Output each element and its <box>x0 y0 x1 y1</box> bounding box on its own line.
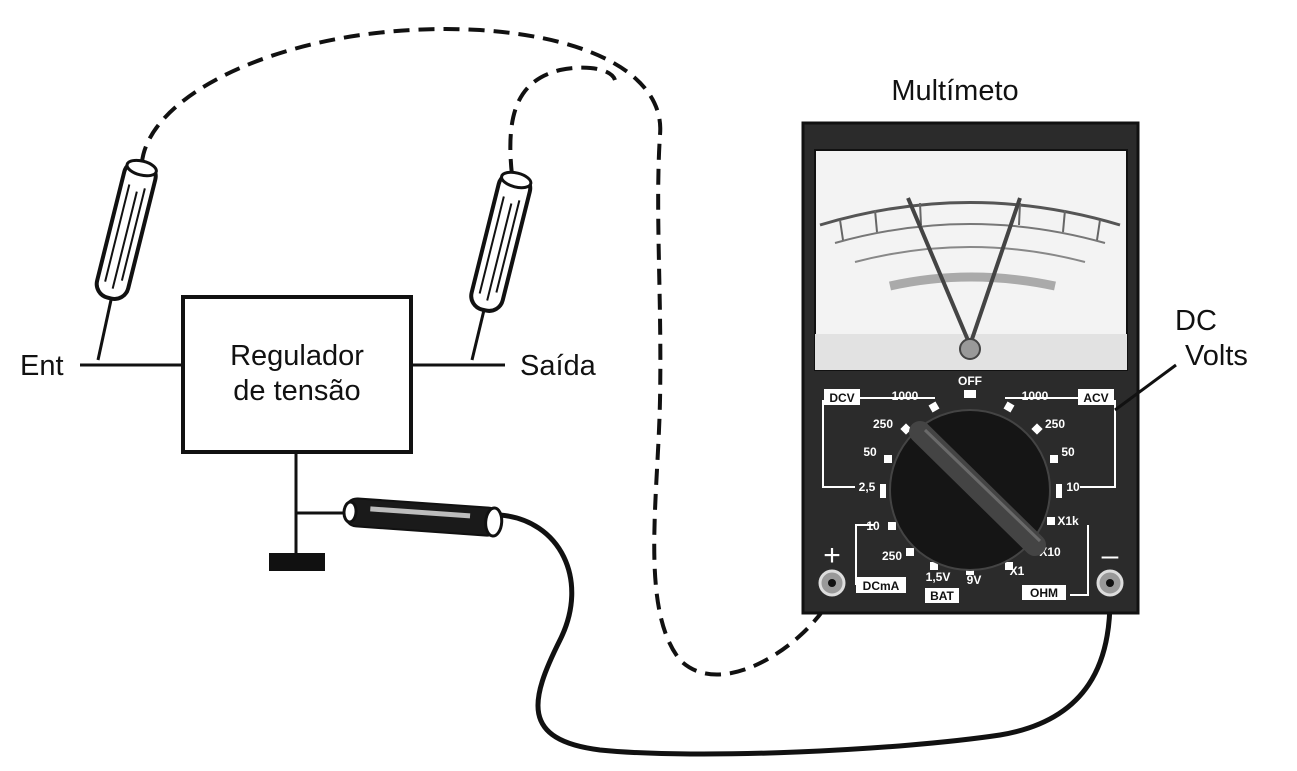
selector-knob-pointer <box>909 421 1046 556</box>
plus-terminal-label: + <box>823 539 841 572</box>
meter-scale-band <box>889 272 1056 291</box>
minus-terminal-label: – <box>1102 539 1119 572</box>
dial-bat-1-5v: 1,5V <box>926 570 951 584</box>
dial-ohm-label: OHM <box>1030 586 1058 600</box>
dial-x1k: X1k <box>1057 514 1079 528</box>
regulator-label-line2: de tensão <box>233 375 360 407</box>
dcma-tag <box>856 577 906 593</box>
dc-volts-label-line1: DC <box>1175 305 1217 337</box>
regulator-label-line1: Regulador <box>230 340 364 372</box>
dial-left-50: 50 <box>863 445 877 459</box>
dc-volts-label-line2: Volts <box>1185 340 1248 372</box>
dial-right-250: 250 <box>1045 417 1065 431</box>
dial-bat-9v: 9V <box>967 573 982 587</box>
selector-knob-pointer-highlight <box>923 428 1042 543</box>
meter-title: Multímeto <box>891 75 1018 107</box>
dashed-probe-lead-branch <box>508 65 617 176</box>
dial-x1: X1 <box>1010 564 1025 578</box>
dashed-probe-lead <box>140 27 832 677</box>
meter-scale-arc-2 <box>834 223 1106 244</box>
dial-bat-label: BAT <box>930 589 954 603</box>
dial-left-250-ma: 250 <box>882 549 902 563</box>
input-label: Ent <box>20 350 64 382</box>
meter-scale-arc-3 <box>854 246 1086 263</box>
dial-dcv-label: DCV <box>829 391 854 405</box>
dial-left-250: 250 <box>873 417 893 431</box>
dc-volts-callout-line <box>1114 363 1177 412</box>
dial-left-1000: 1000 <box>892 389 919 403</box>
plus-terminal-hole <box>828 579 836 587</box>
ground-symbol <box>269 553 325 571</box>
dial-dcma-label: DCmA <box>863 579 900 593</box>
meter-scale-arc-1 <box>819 201 1121 227</box>
regulator-box <box>181 295 413 454</box>
dial-acv-label: ACV <box>1083 391 1108 405</box>
ohm-tag <box>1022 585 1066 600</box>
dial-right-10: 10 <box>1066 480 1080 494</box>
minus-terminal-hole <box>1106 579 1114 587</box>
multimeter: DCV ACV OFF 1000 250 50 2,5 10 250 1,5V … <box>801 121 1140 615</box>
dial-left-10: 10 <box>866 519 880 533</box>
output-label: Saída <box>520 350 597 382</box>
dcv-tag <box>824 389 860 405</box>
dial-off-label: OFF <box>958 374 982 388</box>
ground-probe <box>342 497 504 538</box>
dial-off-tick <box>964 390 976 398</box>
meter-needle-pivot <box>959 338 981 360</box>
bat-tag <box>925 588 959 603</box>
solid-probe-lead <box>499 512 1113 757</box>
input-probe <box>94 158 158 361</box>
acv-tag <box>1078 389 1114 405</box>
output-probe <box>469 170 533 361</box>
dial-right-1000: 1000 <box>1022 389 1049 403</box>
dial-right-50: 50 <box>1061 445 1075 459</box>
dial-left-2-5: 2,5 <box>859 480 876 494</box>
